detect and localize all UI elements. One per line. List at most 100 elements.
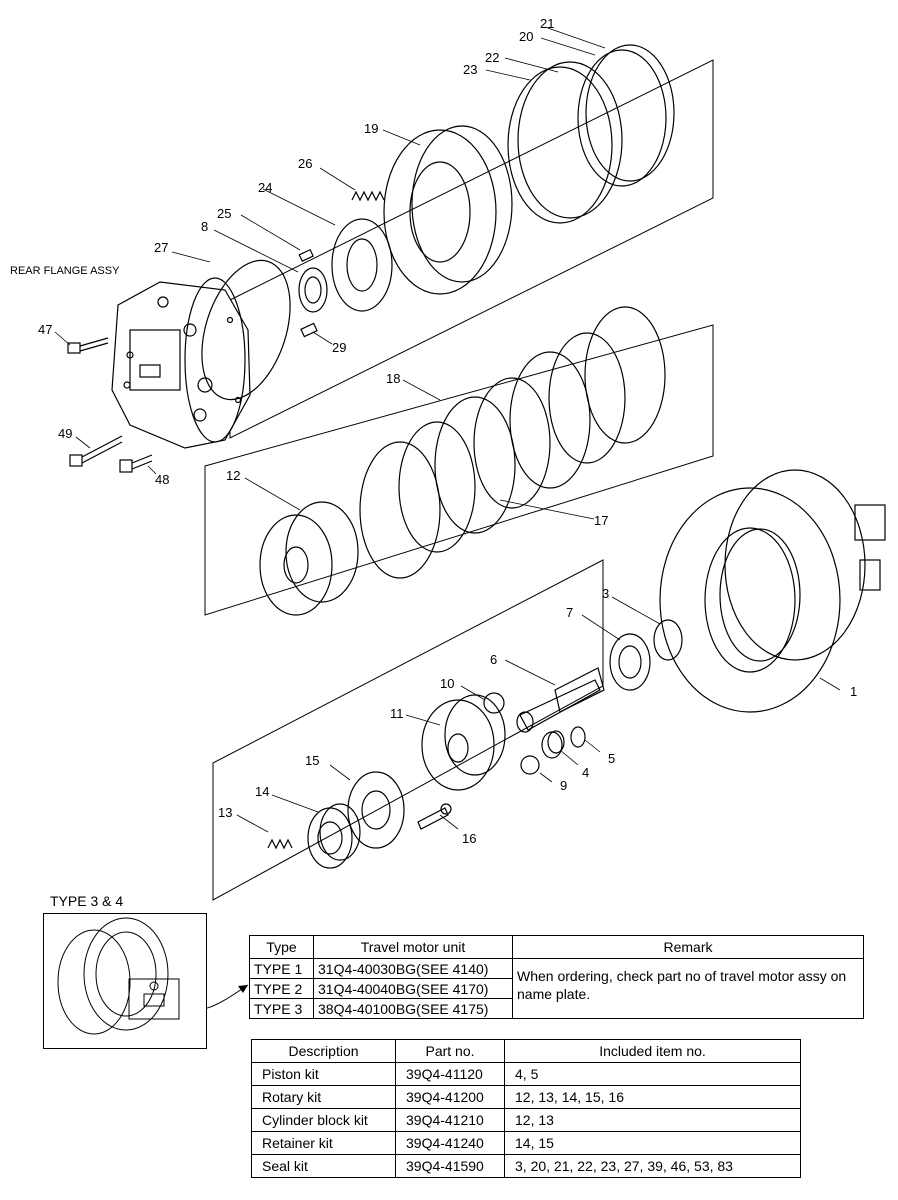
spring-13 (267, 838, 293, 850)
ring-22 (517, 61, 623, 219)
unit-cell: 31Q4-40040BG(SEE 4170) (313, 978, 513, 999)
part-label: 29 (332, 340, 346, 355)
pin-29 (300, 322, 318, 338)
piston-4 (541, 730, 565, 759)
included-items-cell: 4, 5 (504, 1062, 801, 1086)
type-cell: TYPE 1 (249, 958, 314, 979)
column-header: Remark (512, 935, 864, 959)
description-cell: Rotary kit (251, 1085, 396, 1109)
part-label: 9 (560, 778, 567, 793)
part-label: 8 (201, 219, 208, 234)
part-label: 20 (519, 29, 533, 44)
travel-motor-table: Type Travel motor unit Remark TYPE 1 31Q… (249, 935, 864, 1019)
inset-type-label: TYPE 3 & 4 (50, 893, 124, 909)
part-label: 24 (258, 180, 272, 195)
o-ring-27 (201, 259, 291, 401)
part-label: 7 (566, 605, 573, 620)
column-header: Type (249, 935, 314, 959)
unit-cell: 31Q4-40030BG(SEE 4140) (313, 958, 513, 979)
part-label: 18 (386, 371, 400, 386)
kit-table: Description Part no. Included item no. P… (251, 1039, 801, 1178)
bearing-7 (609, 633, 651, 691)
table-row: Retainer kit 39Q4-41240 14, 15 (251, 1131, 801, 1155)
ball-9 (520, 755, 540, 775)
shaft-6 (516, 667, 605, 733)
part-label: 25 (217, 206, 231, 221)
description-cell: Cylinder block kit (251, 1108, 396, 1132)
part-label: 26 (298, 156, 312, 171)
column-header: Travel motor unit (313, 935, 513, 959)
part-label: 1 (850, 684, 857, 699)
part-no-cell: 39Q4-41240 (395, 1131, 505, 1155)
table-row: Rotary kit 39Q4-41200 12, 13, 14, 15, 16 (251, 1085, 801, 1109)
description-cell: Retainer kit (251, 1131, 396, 1155)
inset-motor-illustration (43, 913, 207, 1049)
housing-1 (659, 469, 886, 713)
upper-group-frame (229, 59, 714, 439)
valve-plate-24 (331, 218, 393, 312)
table-row: TYPE 3 38Q4-40100BG(SEE 4175) (249, 998, 864, 1019)
table-row: Piston kit 39Q4-41120 4, 5 (251, 1062, 801, 1086)
included-items-cell: 12, 13 (504, 1108, 801, 1132)
rear-flange-assy-label: REAR FLANGE ASSY (10, 265, 120, 277)
table-header-row: Description Part no. Included item no. (251, 1039, 801, 1063)
included-items-cell: 14, 15 (504, 1131, 801, 1155)
table-row: TYPE 1 31Q4-40030BG(SEE 4140) When order… (249, 958, 864, 1019)
type-cell: TYPE 3 (249, 998, 314, 1019)
bolt-47 (67, 337, 109, 354)
part-label: 3 (602, 586, 609, 601)
part-label: 12 (226, 468, 240, 483)
part-label: 4 (582, 765, 589, 780)
remark-cell: When ordering, check part no of travel m… (512, 958, 864, 1019)
table-row: Cylinder block kit 39Q4-41210 12, 13 (251, 1108, 801, 1132)
part-label: 6 (490, 652, 497, 667)
part-label: 21 (540, 16, 554, 31)
part-no-cell: 39Q4-41120 (395, 1062, 505, 1086)
included-items-cell: 3, 20, 21, 22, 23, 27, 39, 46, 53, 83 (504, 1154, 801, 1178)
column-header: Part no. (395, 1039, 505, 1063)
unit-cell: 38Q4-40100BG(SEE 4175) (313, 998, 513, 1019)
ring-20 (577, 49, 667, 187)
column-header: Included item no. (504, 1039, 801, 1063)
part-label: 47 (38, 322, 52, 337)
spring-26 (351, 190, 385, 202)
table-row: TYPE 2 31Q4-40040BG(SEE 4170) (249, 978, 864, 999)
part-label: 16 (462, 831, 476, 846)
description-cell: Seal kit (251, 1154, 396, 1178)
part-no-cell: 39Q4-41210 (395, 1108, 505, 1132)
part-label: 13 (218, 805, 232, 820)
swash-plate-12 (259, 501, 359, 616)
bolt-49 (69, 435, 123, 467)
table-row: Seal kit 39Q4-41590 3, 20, 21, 22, 23, 2… (251, 1154, 801, 1178)
bearing-8 (298, 267, 328, 313)
guide-14 (307, 803, 361, 869)
bolt-48 (119, 454, 153, 473)
type-cell: TYPE 2 (249, 978, 314, 999)
part-label: 19 (364, 121, 378, 136)
part-label: 17 (594, 513, 608, 528)
part-label: 15 (305, 753, 319, 768)
retainer-plate-15 (347, 771, 405, 849)
lower-group-frame (212, 559, 604, 901)
ring-21 (585, 44, 675, 182)
part-label: 14 (255, 784, 269, 799)
pin-16 (417, 803, 452, 830)
middle-group-frame (204, 324, 714, 616)
separator-plates-18 (398, 332, 626, 553)
part-label: 48 (155, 472, 169, 487)
retainer-holder-11 (421, 694, 506, 791)
part-label: 5 (608, 751, 615, 766)
part-no-cell: 39Q4-41590 (395, 1154, 505, 1178)
ball-10 (483, 692, 505, 714)
part-no-cell: 39Q4-41200 (395, 1085, 505, 1109)
included-items-cell: 12, 13, 14, 15, 16 (504, 1085, 801, 1109)
table-header-row: Type Travel motor unit Remark (249, 935, 864, 959)
friction-plates-17 (359, 306, 666, 579)
cylinder-block-19 (383, 125, 513, 295)
seal-3 (653, 619, 683, 661)
part-label: 23 (463, 62, 477, 77)
ring-5 (570, 726, 586, 748)
part-label: 11 (390, 706, 404, 721)
part-labels: 1 3 4 5 6 7 8 9 10 11 12 13 14 15 16 17 … (38, 16, 857, 846)
part-label: 22 (485, 50, 499, 65)
